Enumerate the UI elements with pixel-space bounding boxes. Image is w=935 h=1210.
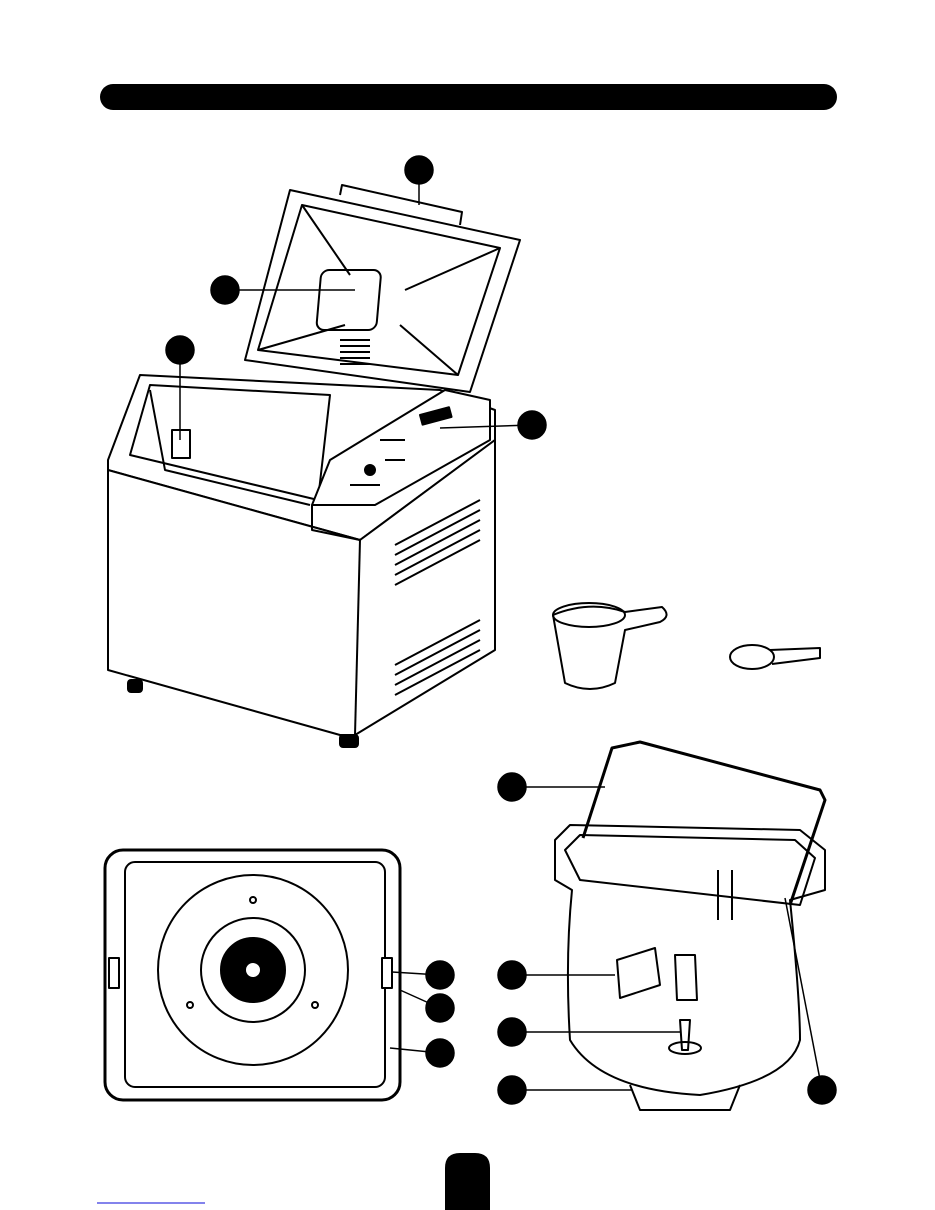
header-bar	[100, 84, 837, 110]
bread-pan	[554, 740, 827, 1111]
pan-underside	[103, 848, 402, 1102]
callouts	[165, 155, 837, 1105]
callout-4	[517, 410, 547, 440]
callout-7	[497, 1017, 527, 1047]
callout-9	[807, 1075, 837, 1105]
callout-12	[425, 1038, 455, 1068]
callout-6	[497, 960, 527, 990]
measuring-cup	[552, 602, 668, 690]
callout-10	[425, 960, 455, 990]
callout-5	[497, 772, 527, 802]
callout-8	[497, 1075, 527, 1105]
measuring-spoon	[729, 644, 821, 670]
callout-11	[425, 993, 455, 1023]
callout-3	[165, 335, 195, 365]
callout-1	[404, 155, 434, 185]
page-number-tab	[445, 1153, 490, 1210]
callout-2	[210, 275, 240, 305]
bread-maker	[107, 184, 521, 748]
